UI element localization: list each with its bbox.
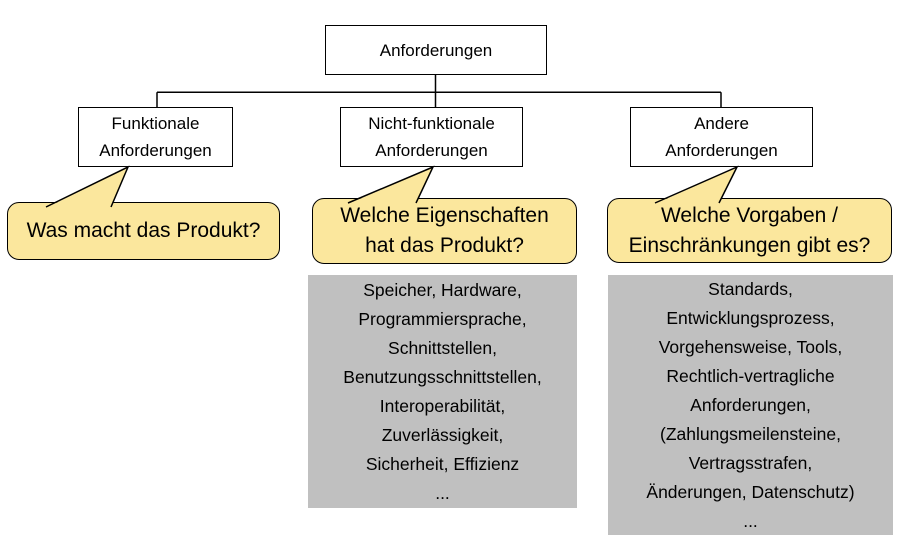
callout-funktionale-tail-edge bbox=[45, 165, 130, 208]
panel-line: ... bbox=[435, 482, 450, 503]
node-andere-anforderungen: Andere Anforderungen bbox=[630, 107, 813, 167]
panel-line: ... bbox=[743, 510, 758, 531]
node-andere-line2: Anforderungen bbox=[665, 141, 778, 160]
node-nicht-funktionale-anforderungen: Nicht-funktionale Anforderungen bbox=[340, 107, 523, 167]
callout-funktionale-line1: Was macht das Produkt? bbox=[26, 219, 261, 242]
node-anforderungen-label: Anforderungen bbox=[379, 40, 493, 60]
panel-andere-beispiele: Standards, Entwicklungsprozess, Vorgehen… bbox=[608, 275, 893, 535]
panel-line: (Zahlungsmeilensteine, bbox=[660, 423, 841, 444]
node-nicht-funktionale-line1: Nicht-funktionale bbox=[368, 114, 495, 133]
callout-nicht-funktionale-line2: hat das Produkt? bbox=[365, 234, 524, 257]
panel-line: Zuverlässigkeit, bbox=[381, 424, 504, 445]
panel-line: Vorgehensweise, Tools, bbox=[658, 336, 843, 357]
node-funktionale-anforderungen: Funktionale Anforderungen bbox=[78, 107, 233, 167]
node-funktionale-line2: Anforderungen bbox=[99, 141, 212, 160]
callout-nicht-funktionale-line1: Welche Eigenschaften bbox=[340, 204, 549, 227]
panel-nicht-funktionale-beispiele: Speicher, Hardware, Programmiersprache, … bbox=[308, 275, 577, 508]
tree-connector-lines bbox=[156, 75, 722, 107]
node-nicht-funktionale-line2: Anforderungen bbox=[375, 141, 488, 160]
panel-line: Programmiersprache, bbox=[358, 308, 527, 329]
panel-line: Änderungen, Datenschutz) bbox=[646, 481, 855, 502]
node-andere-line1: Andere bbox=[694, 114, 749, 133]
callout-nicht-funktionale: Welche Eigenschaften hat das Produkt? bbox=[312, 198, 577, 264]
panel-line: Anforderungen, bbox=[690, 394, 811, 415]
panel-line: Schnittstellen, bbox=[388, 337, 497, 358]
node-anforderungen: Anforderungen bbox=[325, 25, 547, 75]
panel-line: Rechtlich-vertragliche bbox=[666, 365, 835, 386]
panel-line: Standards, bbox=[708, 278, 793, 299]
panel-line: Interoperabilität, bbox=[379, 395, 506, 416]
node-funktionale-line1: Funktionale bbox=[111, 114, 200, 133]
callout-andere-line1: Welche Vorgaben / bbox=[660, 203, 839, 227]
panel-line: Vertragsstrafen, bbox=[688, 452, 813, 473]
callout-funktionale: Was macht das Produkt? bbox=[7, 202, 280, 260]
callout-andere: Welche Vorgaben / Einschränkungen gibt e… bbox=[607, 198, 892, 263]
panel-line: Benutzungsschnittstellen, bbox=[343, 366, 542, 387]
panel-line: Sicherheit, Effizienz bbox=[365, 453, 520, 474]
callout-andere-line2: Einschränkungen gibt es? bbox=[628, 233, 871, 257]
panel-line: Entwicklungsprozess, bbox=[666, 307, 835, 328]
panel-line: Speicher, Hardware, bbox=[363, 279, 522, 300]
